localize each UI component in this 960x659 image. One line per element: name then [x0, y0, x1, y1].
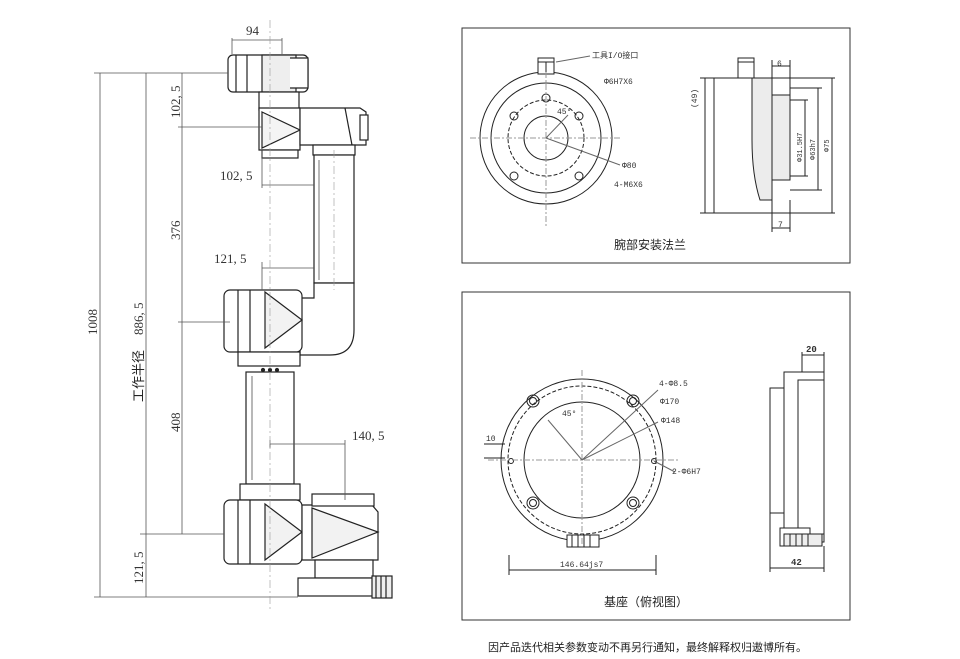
dim-49-label: (49) [691, 89, 700, 108]
base-dim-146-label: 146.64js7 [560, 561, 603, 570]
wrist-flange-panel: 工具I/O接口 Φ6H7X6 45° Φ80 4-M6X6 [461, 27, 851, 264]
dia-63-label: Φ63h7 [810, 139, 818, 160]
arm-centerlines [269, 20, 335, 610]
dia-31-5-label: Φ31.5H7 [797, 133, 805, 162]
base-dia-170-label: Φ170 [660, 398, 679, 407]
base-joint [297, 559, 393, 599]
base-top-view [484, 370, 680, 575]
dim-121-5-bottom: 121, 5 [131, 552, 146, 585]
wrist-2-joint [258, 91, 302, 159]
base-caption: 基座（俯视图） [604, 594, 688, 609]
dim-102-5-mid: 102, 5 [220, 168, 253, 183]
base-hole-label: 4-Φ8.5 [659, 380, 688, 389]
dim-94: 94 [246, 23, 260, 38]
dim-140-5: 140, 5 [352, 428, 385, 443]
base-panel: 4-Φ8.5 Φ170 Φ148 45° 2-Φ6H7 10 146.64js7… [461, 291, 851, 621]
hole-label: Φ6H7X6 [604, 78, 633, 87]
base-dim-42-label: 42 [791, 558, 802, 568]
dim-886-5: 886, 5 [131, 303, 146, 336]
robot-arm-drawing: 94 1008 886, 5 工作半径 102, 5 376 408 121, … [85, 20, 393, 610]
dia-80-label: Φ80 [622, 162, 637, 171]
elbow-joint [223, 289, 303, 373]
wrist-3-joint [227, 54, 309, 93]
base-angle-label: 45° [562, 410, 576, 419]
wrist-1-joint [299, 107, 369, 156]
shoulder-joint [223, 493, 380, 565]
io-port-label: 工具I/O接口 [592, 50, 638, 61]
wrist-flange-side-view [700, 57, 835, 232]
work-radius-label: 工作半径 [132, 350, 147, 402]
base-side-view [769, 352, 825, 572]
base-dim-20-label: 20 [806, 345, 817, 355]
dim-121-5-mid: 121, 5 [214, 251, 247, 266]
arm-dimension-lines [94, 38, 346, 598]
base-dim-10-label: 10 [486, 435, 496, 444]
dim-408: 408 [168, 413, 183, 433]
dim-102-5-top: 102, 5 [168, 86, 183, 119]
footer-note: 因产品迭代相关参数变动不再另行通知，最终解释权归遨博所有。 [488, 640, 807, 654]
dim-6-label: 6 [777, 60, 782, 69]
dia-75-label: Φ75 [824, 139, 832, 152]
wrist-flange-caption: 腕部安装法兰 [614, 237, 686, 252]
dim-376: 376 [168, 220, 183, 240]
base-pin-label: 2-Φ6H7 [672, 468, 701, 477]
forearm-link [299, 154, 355, 356]
angle-45-label: 45° [557, 108, 571, 117]
wrist-flange-front-view [470, 55, 621, 228]
thread-label: 4-M6X6 [614, 181, 643, 190]
dim-7-label: 7 [778, 221, 783, 230]
base-dia-148-label: Φ148 [661, 417, 680, 426]
dim-1008: 1008 [85, 309, 100, 335]
